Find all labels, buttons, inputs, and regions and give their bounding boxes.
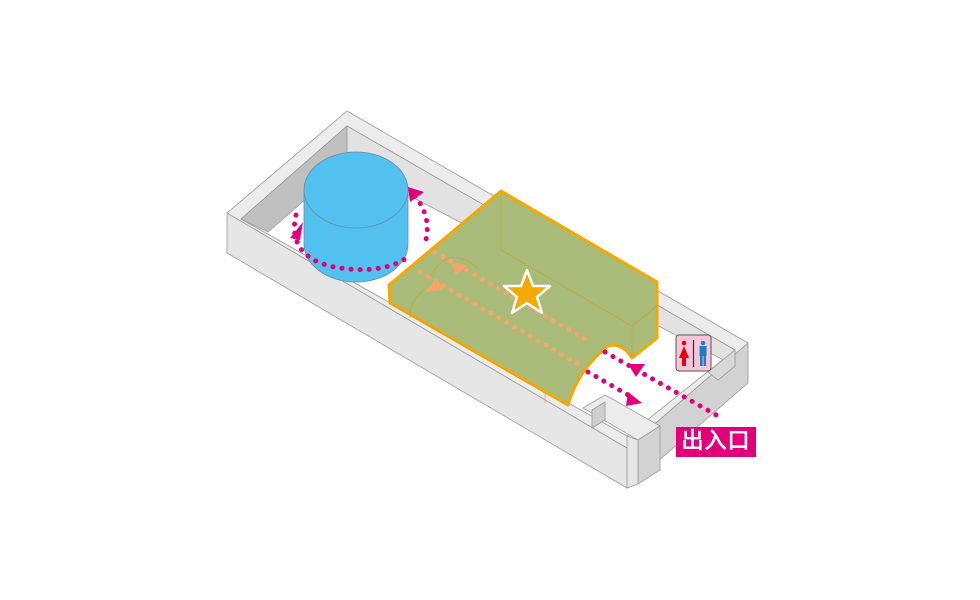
star-icon bbox=[502, 268, 552, 315]
arrow-icon bbox=[290, 222, 303, 240]
exhibit-area bbox=[387, 189, 659, 407]
arrow-icon bbox=[626, 392, 642, 406]
cylinder-tank bbox=[303, 151, 409, 283]
arrow-icon bbox=[408, 187, 424, 202]
entrance-routes bbox=[585, 349, 721, 419]
arrow-icon bbox=[450, 263, 468, 275]
arrow-icon bbox=[628, 364, 645, 377]
route-around-cylinder bbox=[290, 187, 430, 273]
entrance-label: 出入口 bbox=[676, 427, 756, 457]
arrow-icon bbox=[425, 278, 443, 292]
restroom-icon bbox=[675, 334, 712, 372]
